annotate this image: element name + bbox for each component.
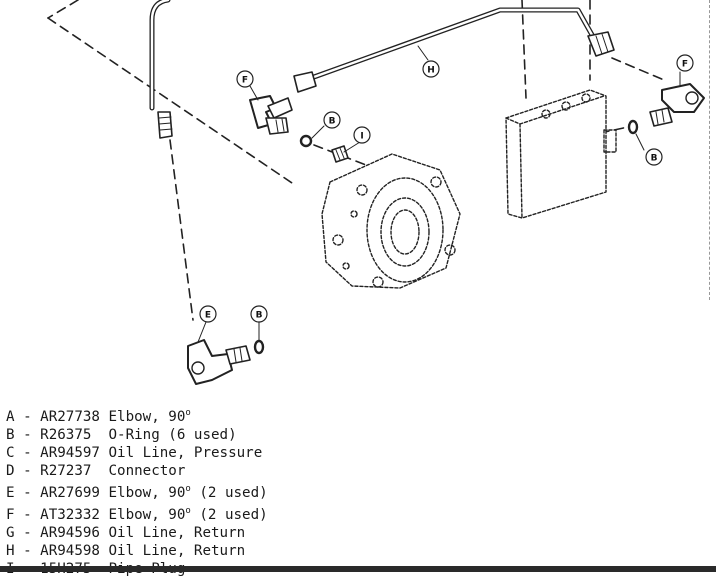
o-ring-lower (253, 339, 265, 355)
part-separator: - (14, 427, 41, 443)
callout-i: I (360, 132, 363, 142)
part-row: D - R27237 Connector (6, 462, 268, 480)
exploded-parts-diagram: F B I H F B E B (47, 0, 705, 385)
part-description: Elbow, 90 (108, 485, 186, 501)
callout-circle-b-right (645, 148, 663, 166)
part-number: AT32332 (40, 507, 100, 523)
part-letter: H (6, 543, 15, 559)
part-description: Elbow, 90 (108, 507, 186, 523)
degree-mark: o (185, 506, 191, 516)
part-number: R26375 (40, 427, 92, 443)
part-separator: - (14, 507, 41, 523)
callout-circle-b-lower (250, 305, 268, 323)
o-ring-right (627, 119, 639, 135)
callout-circle-f-left (236, 70, 254, 88)
part-separator: - (14, 463, 41, 479)
part-description: O-Ring (6 used) (108, 427, 237, 443)
part-separator: - (14, 445, 41, 461)
part-description: Oil Line, Pressure (108, 445, 263, 461)
part-letter: A (6, 409, 15, 425)
valve-block (505, 89, 617, 219)
part-quantity-note: (2 used) (190, 507, 268, 523)
part-letter: D (6, 463, 15, 479)
degree-mark: o (185, 484, 191, 494)
part-separator: - (14, 485, 41, 501)
degree-mark: o (185, 408, 191, 418)
callout-circle-h (422, 60, 440, 78)
callout-e: E (205, 311, 211, 321)
part-separator: - (14, 525, 41, 541)
callout-b-lower: B (256, 311, 263, 321)
callout-circle-b-upper (323, 111, 341, 129)
part-separator: - (14, 543, 41, 559)
part-letter: B (6, 427, 15, 443)
elbow-f-right (649, 83, 705, 127)
part-separator: - (14, 409, 41, 425)
part-row: C - AR94597 Oil Line, Pressure (6, 444, 268, 462)
page-edge-rule (709, 0, 711, 300)
part-number: AR94596 (40, 525, 100, 541)
part-row: F - AT32332 Elbow, 90o (2 used) (6, 502, 268, 524)
callout-f-left: F (242, 76, 248, 86)
part-letter: G (6, 525, 15, 541)
callout-b-right: B (651, 154, 658, 164)
part-row: E - AR27699 Elbow, 90o (2 used) (6, 480, 268, 502)
part-quantity-note: (2 used) (190, 485, 268, 501)
callout-h: H (427, 66, 435, 76)
pump-housing (321, 153, 461, 289)
part-number: AR27699 (40, 485, 100, 501)
part-number: AR94597 (40, 445, 100, 461)
elbow-f-left (249, 95, 293, 135)
part-description: Connector (108, 463, 186, 479)
callout-circle-i (353, 126, 371, 144)
part-description: Elbow, 90 (108, 409, 186, 425)
part-description: Oil Line, Return (108, 543, 246, 559)
callout-b-upper: B (329, 117, 336, 127)
part-number: AR94598 (40, 543, 100, 559)
part-row: H - AR94598 Oil Line, Return (6, 542, 268, 560)
part-row: A - AR27738 Elbow, 90o (6, 404, 268, 426)
oil-line-h (293, 7, 615, 93)
callout-leaders (197, 45, 681, 343)
part-row: G - AR94596 Oil Line, Return (6, 524, 268, 542)
callout-circle-f-right (676, 54, 694, 72)
pipe-plug-i (331, 145, 349, 163)
oil-line-vertical (149, 0, 173, 139)
callout-f-right: F (682, 60, 688, 70)
part-number: R27237 (40, 463, 92, 479)
o-ring-upper (299, 134, 313, 148)
elbow-e-lower (187, 339, 251, 385)
part-letter: C (6, 445, 15, 461)
callout-circle-e (199, 305, 217, 323)
part-description: Oil Line, Return (108, 525, 246, 541)
bottom-border (0, 566, 716, 572)
part-row: B - R26375 O-Ring (6 used) (6, 426, 268, 444)
part-letter: E (6, 485, 15, 501)
part-number: AR27738 (40, 409, 100, 425)
part-letter: F (6, 507, 15, 523)
